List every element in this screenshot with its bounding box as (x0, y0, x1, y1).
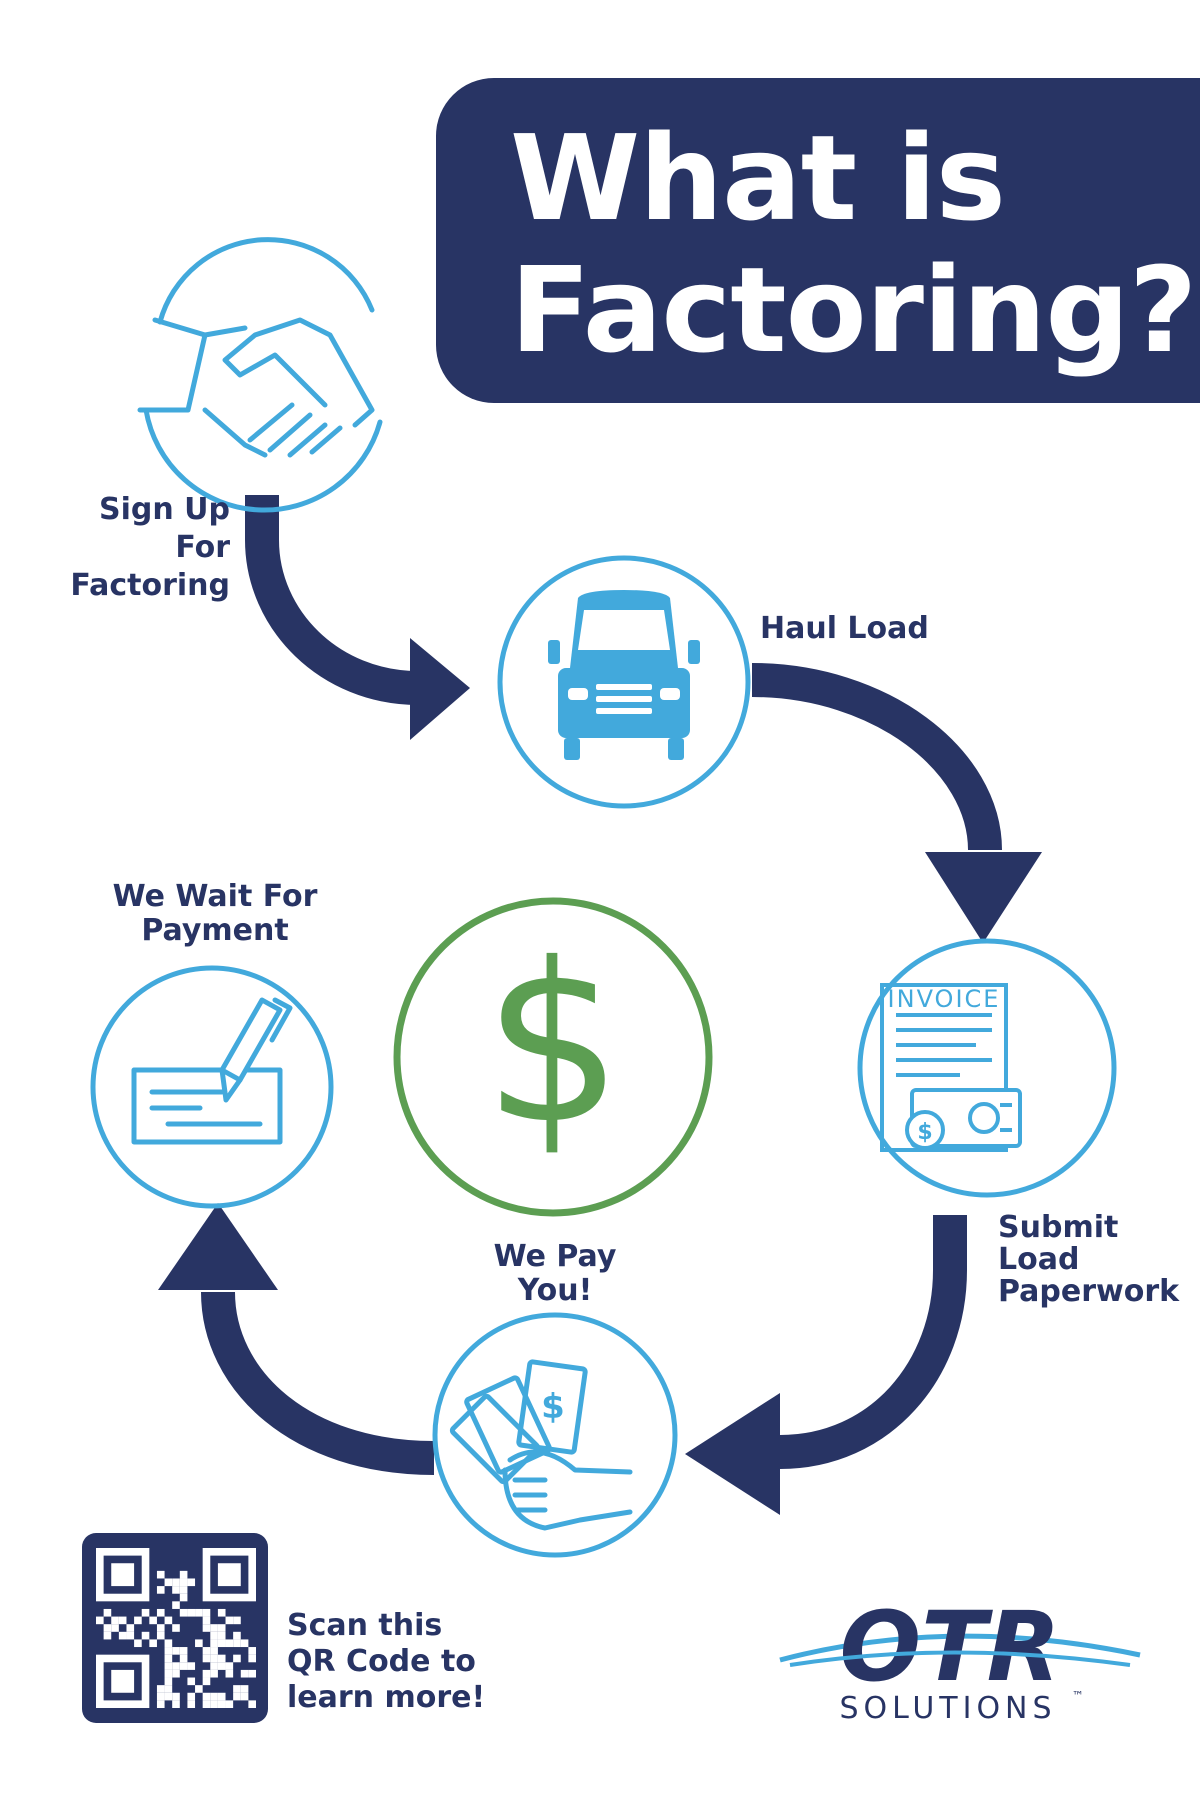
qr-caption: Scan this QR Code to learn more! (287, 1608, 486, 1715)
invoice-circle (857, 938, 1117, 1198)
trademark-symbol: ™ (1072, 1689, 1084, 1703)
svg-text:$: $ (917, 1120, 932, 1145)
arrow-pay-to-wait (201, 1291, 435, 1475)
arrow-heads (158, 638, 1042, 1515)
check-circle (90, 965, 334, 1209)
step-label-haul-load: Haul Load (760, 611, 929, 646)
arrow-head-3 (685, 1393, 780, 1515)
arrow-head-2 (925, 852, 1042, 943)
qr-code[interactable] (82, 1533, 268, 1723)
handshake-icon (137, 237, 383, 513)
dollar-icon: $ (393, 897, 713, 1217)
arrow-invoice-to-pay (779, 1215, 967, 1469)
title-banner (436, 78, 1200, 403)
invoice-icon (880, 983, 1022, 1152)
arrow-head-4 (158, 1203, 278, 1290)
step-label-wait-payment: We Wait For Payment (112, 879, 318, 948)
brand-logo: OTR SOLUTIONS ™ (779, 1591, 1141, 1726)
arrow-signup-to-haul (245, 495, 419, 705)
truck-circle (497, 555, 751, 809)
cash-circle (432, 1312, 678, 1558)
check-signing-icon (131, 997, 293, 1145)
step-label-submit-paperwork: Submit Load Paperwork (998, 1210, 1180, 1309)
arrows (201, 495, 1002, 1475)
invoice-heading: INVOICE (888, 985, 1001, 1013)
title-line-1: What is (510, 109, 1006, 247)
step-label-sign-up: Sign Up For Factoring (70, 492, 230, 603)
dollar-symbol: $ (483, 916, 623, 1172)
step-label-we-pay: We Pay You! (493, 1239, 617, 1308)
brand-name: OTR (839, 1591, 1060, 1703)
arrow-head-1 (410, 638, 470, 740)
arrow-haul-to-invoice (751, 663, 1002, 851)
title-line-2: Factoring? (510, 241, 1197, 379)
brand-tagline: SOLUTIONS (839, 1691, 1056, 1726)
cash-in-hand-icon (449, 1359, 633, 1531)
svg-text:$: $ (541, 1387, 565, 1427)
page-title: What is Factoring? (510, 109, 1197, 379)
